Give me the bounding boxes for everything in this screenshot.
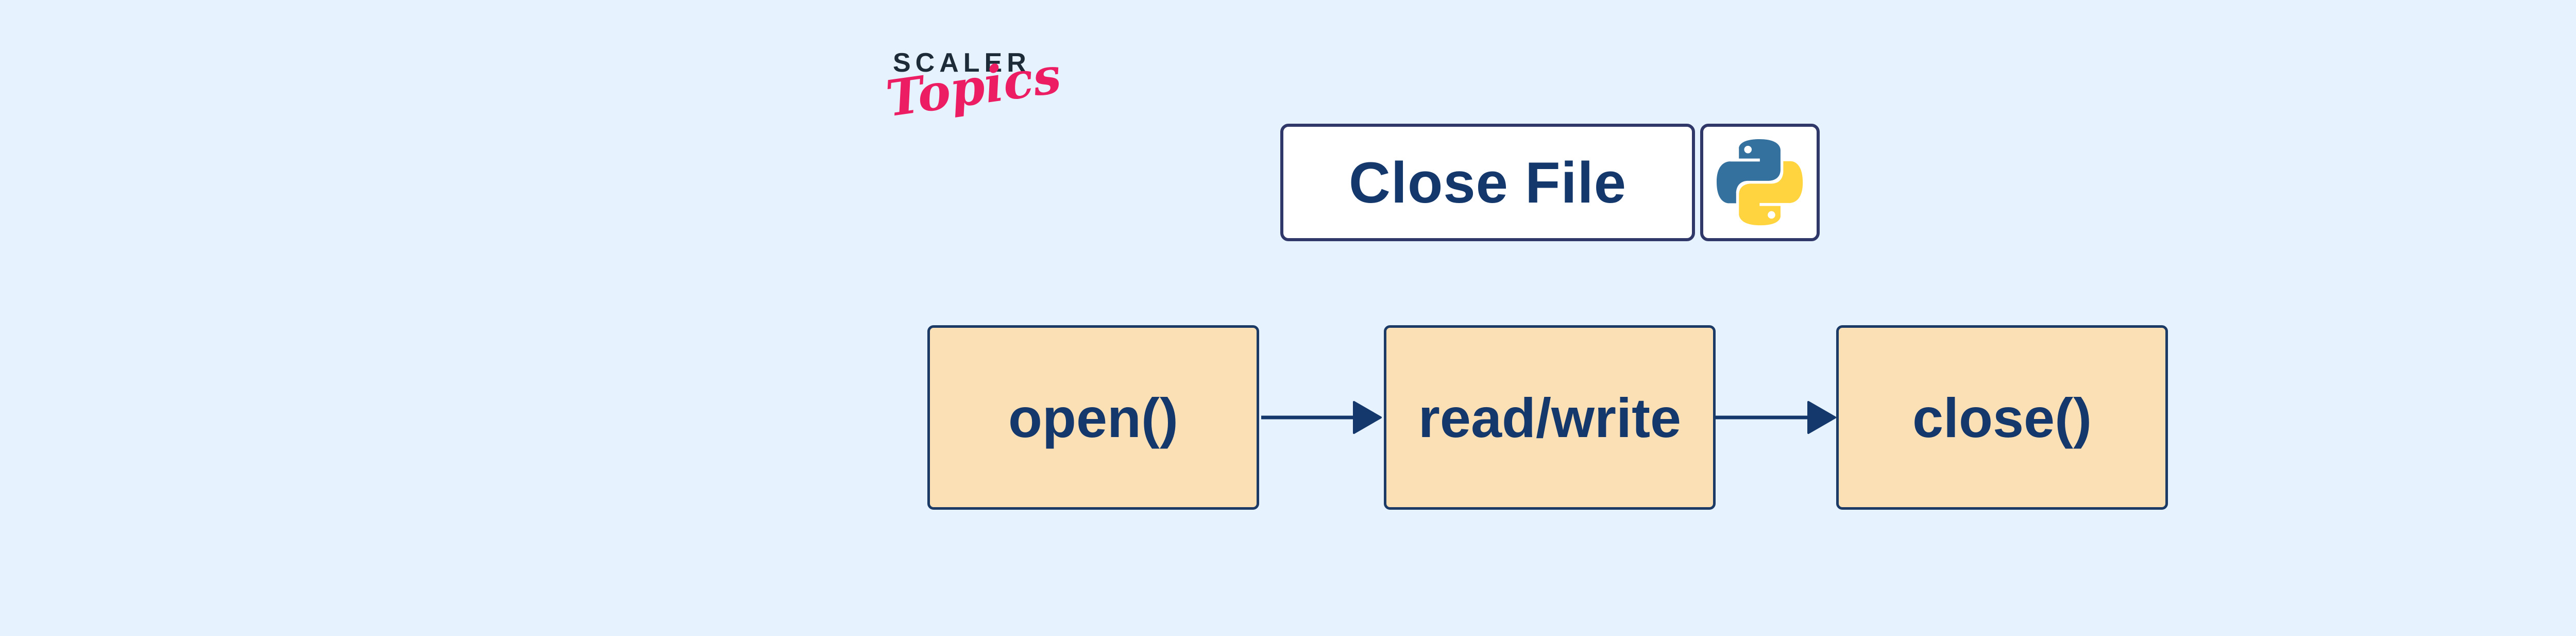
python-logo-box xyxy=(1700,124,1820,241)
flow-box-label: read/write xyxy=(1418,386,1682,449)
title-box: Close File xyxy=(1280,124,1695,241)
flow-box-readwrite: read/write xyxy=(1384,325,1716,510)
python-logo-icon xyxy=(1717,139,1803,226)
scaler-topics-logo: SCALER Topics xyxy=(883,46,1064,153)
arrow-right-icon xyxy=(1716,401,1836,434)
page-title: Close File xyxy=(1348,150,1627,215)
flow-box-close: close() xyxy=(1836,325,2168,510)
flow-box-open: open() xyxy=(927,325,1259,510)
scaler-brand-text: SCALER xyxy=(893,48,1031,78)
arrow-right-icon xyxy=(1261,401,1382,434)
flow-box-label: open() xyxy=(1008,386,1178,449)
flow-box-label: close() xyxy=(1912,386,2092,449)
